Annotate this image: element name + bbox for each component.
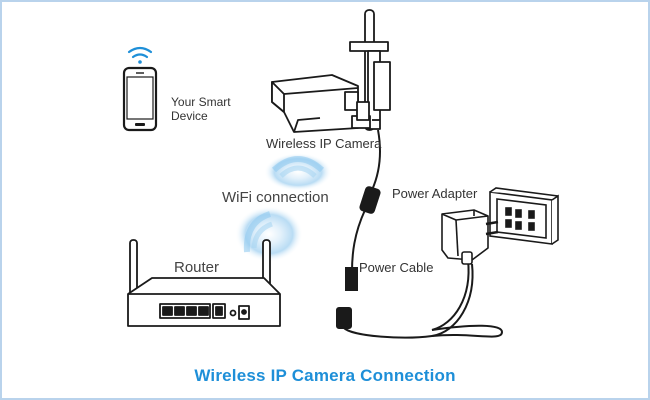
router-icon [127, 239, 281, 327]
wall-outlet-icon [489, 187, 559, 245]
label-camera: Wireless IP Camera [266, 136, 382, 151]
label-router: Router [174, 259, 220, 276]
diagram-caption: Wireless IP Camera Connection [194, 366, 456, 385]
label-power-cable: Power Cable [359, 260, 434, 275]
power-adapter-icon [441, 209, 499, 265]
wifi-wave-camera [264, 153, 332, 191]
camera-icon [271, 9, 391, 133]
smartphone-icon [122, 66, 158, 132]
wifi-wave-router [235, 206, 303, 262]
power-cable [336, 129, 504, 339]
label-smart-device: Your Smart Device [171, 95, 231, 123]
label-wifi-connection: WiFi connection [222, 189, 329, 206]
label-power-adapter: Power Adapter [392, 186, 478, 201]
wifi-icon [127, 46, 153, 64]
